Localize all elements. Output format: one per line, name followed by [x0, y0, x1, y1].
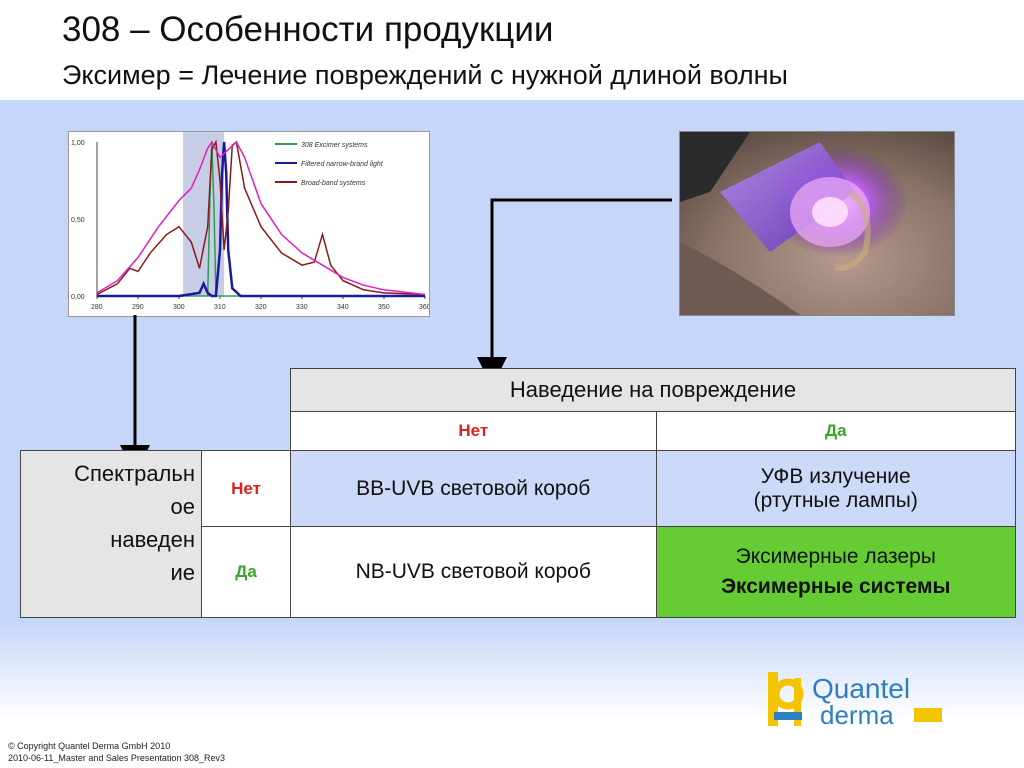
legend-label: Filtered narrow-brand light [301, 161, 384, 168]
legend-label: Broad-band systems [301, 180, 366, 187]
series-line-1 [97, 141, 425, 298]
comparison-table: Наведение на повреждение Нет Да Спектрал… [20, 368, 1016, 618]
quantel-derma-logo: Quantel derma [764, 668, 946, 730]
x-tick-label: 340 [337, 304, 349, 311]
col-header-no: Нет [290, 411, 657, 451]
file-name-line: 2010-06-11_Master and Sales Presentation… [8, 753, 225, 763]
series-line-2 [96, 139, 426, 296]
row-header-no: Нет [201, 450, 291, 527]
spectral-targeting-label: Спектральн ое наведен ие [20, 450, 202, 618]
y-tick-label: 1,00 [71, 140, 85, 147]
treatment-photo [679, 131, 955, 316]
cell-excimer: Эксимерные лазеры Эксимерные системы [655, 526, 1016, 618]
logo-text-quantel: Quantel [812, 673, 910, 704]
x-tick-label: 320 [255, 304, 267, 311]
spectrum-chart-svg: 1,00 0,50 0,00 280 290 300 310 320 330 340 350 360 3… [71, 132, 431, 311]
cell-bb-uvb: BB-UVB световой короб [290, 450, 657, 527]
spectrum-chart: 1,00 0,50 0,00 280 290 300 310 320 330 340 350 360 3… [68, 131, 431, 317]
y-tick-label: 0,00 [71, 294, 85, 301]
cell-uvb-mercury: УФВ излучение (ртутные лампы) [655, 450, 1016, 527]
logo-text-derma: derma [820, 700, 894, 730]
photo-to-targeting-arrow [477, 198, 672, 387]
x-tick-label: 280 [91, 304, 103, 311]
x-tick-label: 330 [296, 304, 308, 311]
y-tick-label: 0,50 [71, 217, 85, 224]
targeting-header: Наведение на повреждение [290, 368, 1016, 412]
x-tick-label: 310 [214, 304, 226, 311]
series-line-3 [96, 140, 426, 296]
copyright-line: © Copyright Quantel Derma GmbH 2010 [8, 741, 171, 751]
copyright-footer: © Copyright Quantel Derma GmbH 2010 2010… [8, 740, 225, 764]
slide-subtitle: Эксимер = Лечение повреждений с нужной д… [62, 60, 788, 90]
cell-nb-uvb: NB-UVB световой короб [290, 526, 657, 618]
slide-title: 308 – Особенности продукции [62, 10, 554, 49]
row-header-yes: Да [201, 526, 291, 618]
x-tick-label: 350 [378, 304, 390, 311]
legend-label: 308 Excimer systems [301, 142, 368, 149]
x-tick-label: 290 [132, 304, 144, 311]
x-tick-label: 300 [173, 304, 185, 311]
x-tick-label: 360 [419, 304, 429, 311]
col-header-yes: Да [655, 411, 1016, 451]
